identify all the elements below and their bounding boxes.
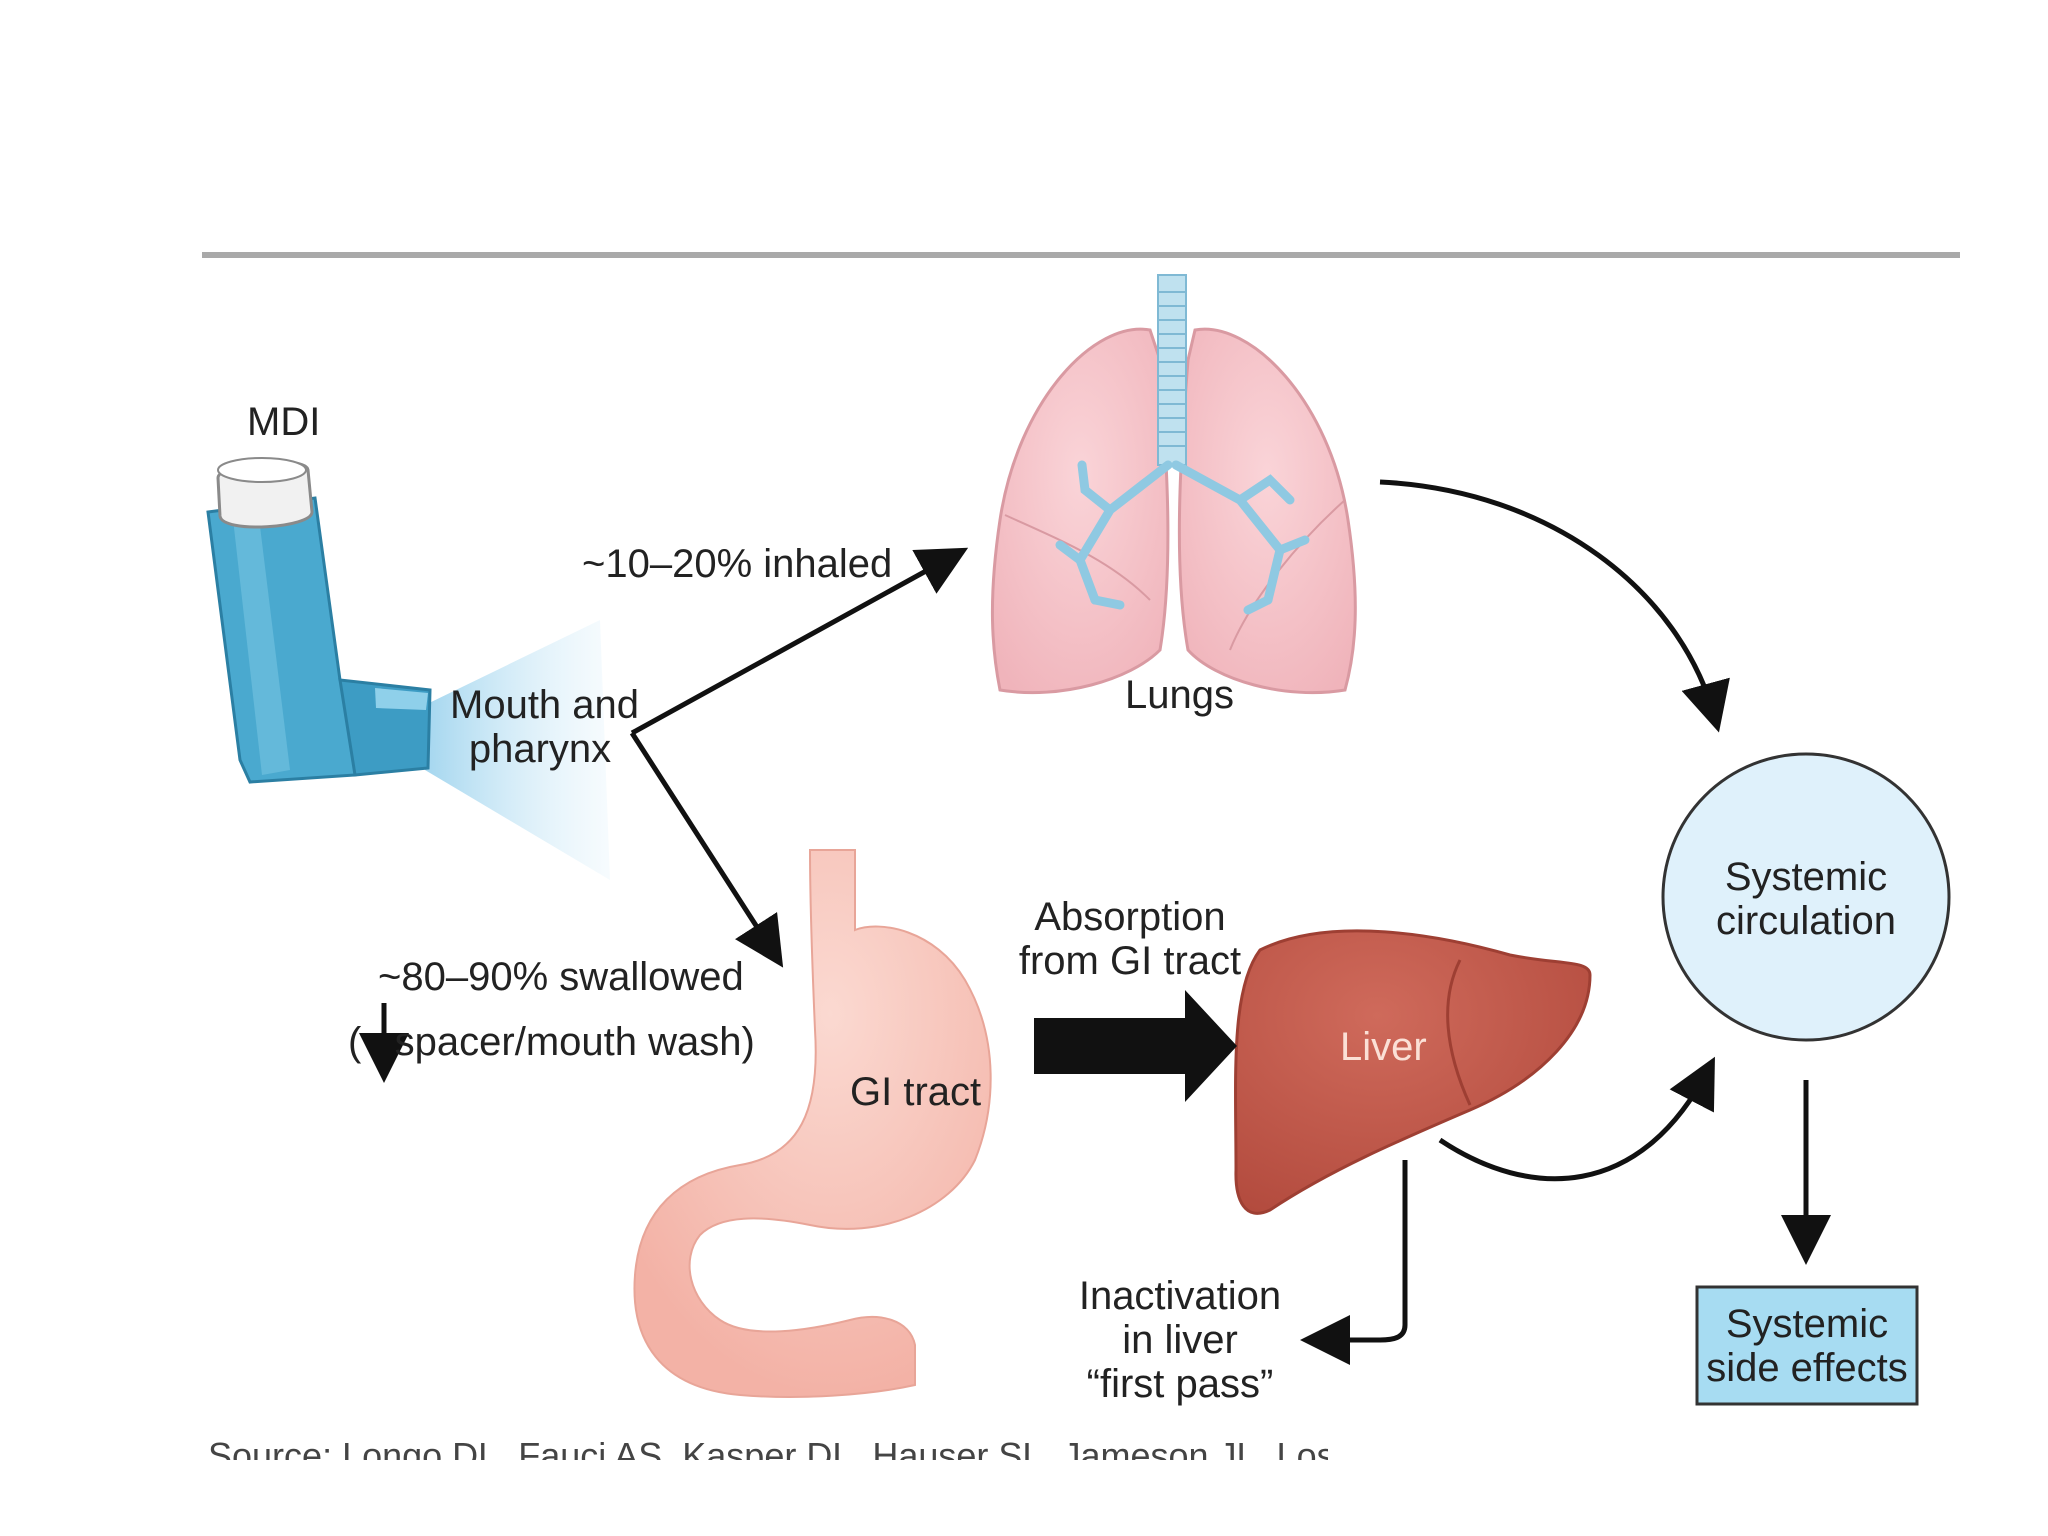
stomach-icon [633,849,992,1398]
lungs-label: Lungs [1125,673,1234,717]
inactivation-label: Inactivation in liver “first pass” [1078,1274,1282,1406]
inhaler-icon [206,457,432,784]
gi-tract-label: GI tract [850,1070,982,1114]
inhaled-arrow [630,547,969,736]
liver-to-circulation-arrow [1438,1056,1715,1182]
mouth-pharynx-label: Mouth and pharynx [450,683,640,771]
header-divider [202,252,1960,258]
first-pass-arrow [1300,1160,1408,1365]
side-effects-box [1695,1285,1919,1406]
swallowed-label: ~80–90% swallowed [378,955,744,999]
lungs-icon [990,274,1357,695]
source-caption: Source: Longo DL, Fauci AS, Kasper DL, H… [208,1438,1328,1460]
flow-arrows [359,479,1831,1365]
mdi-label: MDI [247,400,321,444]
inhaled-label: ~10–20% inhaled [582,542,893,586]
systemic-circulation-circle [1661,752,1951,1042]
absorption-arrow [1034,990,1237,1102]
swallowed-arrow [629,731,784,968]
systemic-circulation-label: Systemic circulation [1715,855,1897,943]
lungs-to-circulation-arrow [1379,479,1730,733]
spacer-mouthwash-label: ( spacer/mouth wash) [348,1020,755,1064]
spray-cone [425,620,610,880]
liver-label: Liver [1340,1025,1427,1069]
absorption-label: Absorption from GI tract [1018,895,1242,983]
source-caption-text: Source: Longo DL, Fauci AS, Kasper DL, H… [208,1438,1328,1460]
liver-icon [1234,929,1592,1215]
side-effects-label: Systemic side effects [1706,1302,1908,1390]
